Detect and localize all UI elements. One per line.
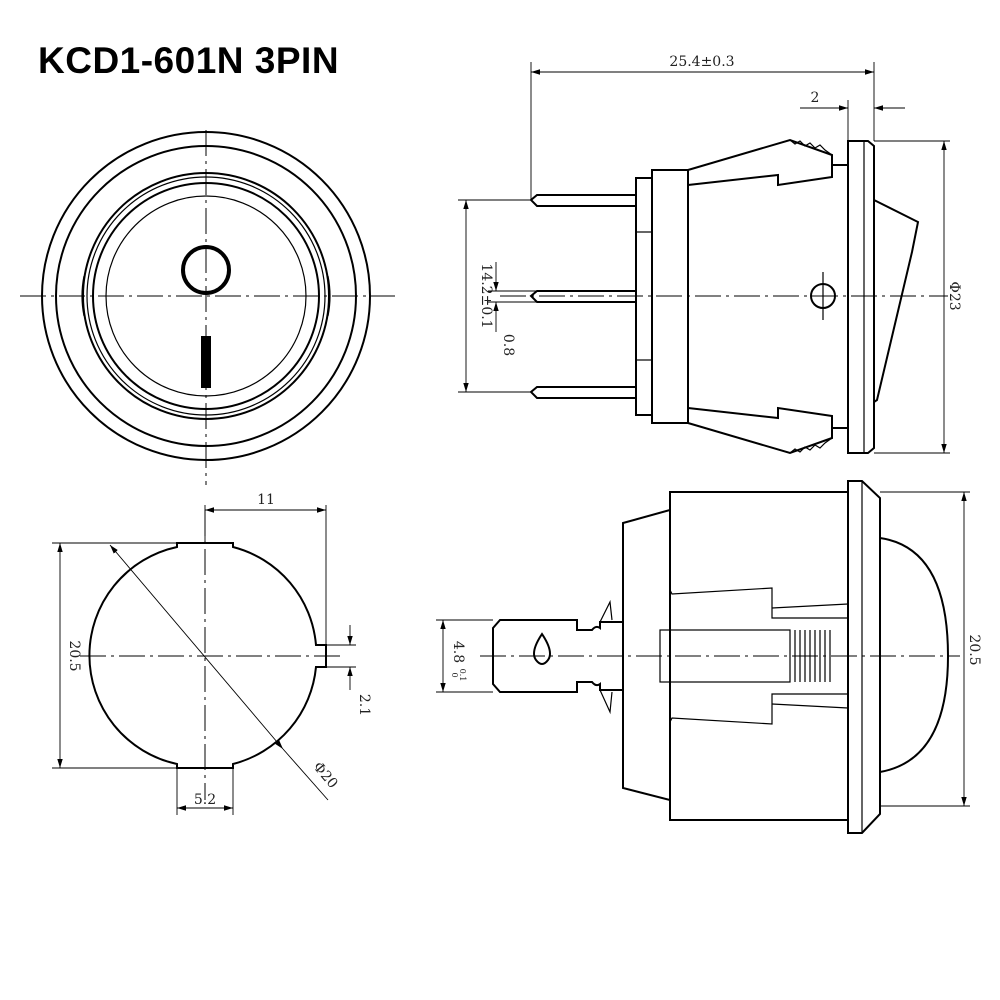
body-width-label: 11 xyxy=(257,492,275,508)
body-height-label: 20.5 xyxy=(66,640,82,671)
flange-thickness-label: 2 xyxy=(811,90,820,106)
cutout-diameter-label: Φ20 xyxy=(310,759,341,792)
pin-pitch-label: 14.2±0.1 xyxy=(478,263,494,328)
terminal-tolerance-upper: 0 xyxy=(450,672,459,677)
on-symbol-icon xyxy=(201,336,211,388)
terminal-tolerance-lower: 0.1 xyxy=(458,669,467,682)
flange-diameter-label: Φ23 xyxy=(946,281,962,310)
side-height-label: 20.5 xyxy=(966,634,982,665)
terminal-width-label: 4.8 xyxy=(450,641,466,663)
cutout-view xyxy=(80,510,345,800)
terminal-side-view-dimensions: 4.8 0 0.1 20.5 xyxy=(436,491,982,807)
notch-width-label: 5.2 xyxy=(194,792,216,808)
side-view-dimensions: 25.4±0.3 2 14.2±0.1 0.8 Φ23 xyxy=(458,54,962,454)
drawing-title: KCD1-601N 3PIN xyxy=(38,40,340,81)
side-view xyxy=(500,138,948,455)
cutout-view-dimensions: 11 20.5 2.1 Φ20 5.2 xyxy=(52,492,372,815)
front-view xyxy=(20,130,395,485)
tab-depth-label: 2.1 xyxy=(356,694,372,716)
pin-thickness-label: 0.8 xyxy=(500,334,516,356)
overall-length-label: 25.4±0.3 xyxy=(669,54,734,70)
terminal-side-view xyxy=(480,480,960,834)
